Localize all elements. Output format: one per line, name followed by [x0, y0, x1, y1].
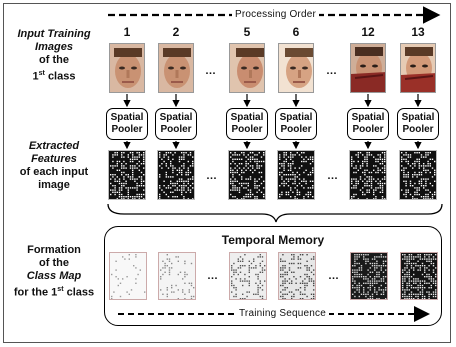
ellipsis: … [328, 270, 340, 282]
extracted-features-label: Extracted Features of each input image [19, 140, 89, 191]
column-number: 5 [243, 25, 251, 39]
face-image-5 [229, 43, 265, 93]
class-map-stage-2 [158, 252, 196, 300]
feature-map-1 [108, 150, 146, 200]
face-image-1 [109, 43, 145, 93]
ellipsis: … [206, 170, 218, 182]
feature-map-12 [349, 150, 387, 200]
ellipsis: … [205, 65, 217, 77]
face-image-13 [400, 43, 436, 93]
class-map-stage-12 [350, 252, 388, 300]
processing-order-label: Processing Order [232, 9, 320, 20]
feature-map-6 [277, 150, 315, 200]
class-map-stage-6 [278, 252, 316, 300]
class-map-label: Formation of the Class Map for the 1st c… [13, 244, 95, 299]
input-images-label: Input Training Images of the 1st class [17, 28, 91, 83]
column-number: 6 [292, 25, 300, 39]
ellipsis: … [327, 170, 339, 182]
figure-frame [3, 3, 451, 343]
column-number: 12 [361, 25, 375, 39]
face-image-12 [350, 43, 386, 93]
class-map-stage-13 [400, 252, 438, 300]
class-map-stage-1 [109, 252, 147, 300]
face-image-2 [158, 43, 194, 93]
ellipsis: … [207, 270, 219, 282]
temporal-memory-box [104, 226, 442, 326]
face-image-6 [278, 43, 314, 93]
feature-map-5 [228, 150, 266, 200]
column-number: 1 [123, 25, 131, 39]
feature-map-2 [157, 150, 195, 200]
column-number: 13 [411, 25, 425, 39]
temporal-memory-title: Temporal Memory [221, 233, 325, 247]
class-map-stage-5 [229, 252, 267, 300]
training-sequence-label: Training Sequence [236, 308, 329, 319]
column-number: 2 [172, 25, 180, 39]
feature-map-13 [399, 150, 437, 200]
ellipsis: … [326, 65, 338, 77]
